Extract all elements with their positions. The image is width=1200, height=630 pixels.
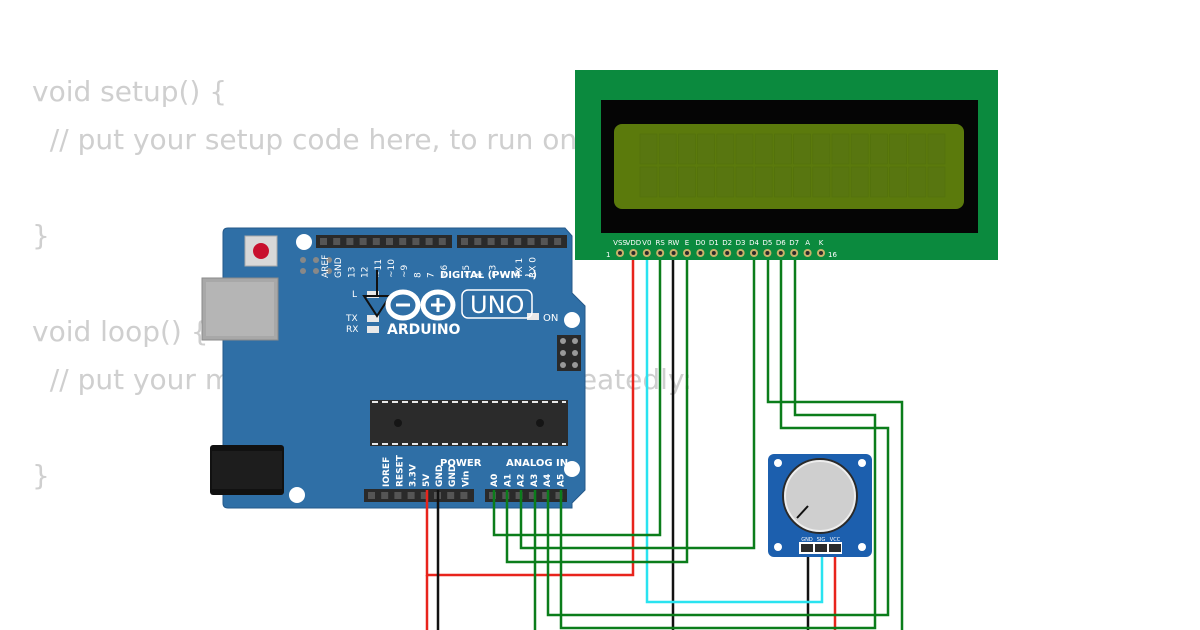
lcd-pin-label: D5: [762, 239, 772, 247]
digital-pin-label: ~10: [387, 259, 397, 278]
digital-pin-label: AREF: [321, 255, 331, 278]
lcd-pin-header: [616, 249, 825, 257]
uno-model: UNO: [470, 291, 524, 319]
digital-pin-label: 7: [427, 272, 437, 278]
digital-pin-label: RX 0: [529, 257, 539, 278]
digital-pin-label: ~6: [440, 264, 450, 278]
wire-d7: [559, 252, 877, 630]
lcd-pin-label: D4: [749, 239, 759, 247]
pot-knob: [784, 460, 856, 532]
lcd-pin-label: D1: [709, 239, 719, 247]
lcd-pin-label: A: [805, 239, 810, 247]
power-pin-label: 5V: [422, 474, 432, 487]
pot-pin-label: SIG: [817, 537, 826, 543]
digital-pin-label: GND: [334, 257, 344, 278]
analog-pin-label: A5: [557, 474, 567, 487]
code-line: void loop() {: [32, 315, 209, 348]
digital-pin-label: 4: [475, 272, 485, 278]
atmega-chip: [370, 400, 568, 446]
lcd-pin-label: D3: [736, 239, 746, 247]
digital-pin-label: 2: [502, 272, 512, 278]
arduino-brand: ARDUINO: [387, 322, 461, 338]
power-pin-label: RESET: [395, 454, 405, 487]
code-line: void setup() {: [32, 75, 228, 108]
digital-pin-label: 13: [347, 267, 357, 278]
lcd-pin-label: RS: [656, 239, 666, 247]
on-led-label: ON: [543, 313, 558, 324]
wire-5v: [425, 252, 635, 577]
lcd-pin-label: V0: [642, 239, 651, 247]
mounting-hole: [564, 312, 580, 328]
power-pin-label: GND: [448, 465, 458, 487]
wire-d4: [519, 252, 756, 550]
digital-pin-label: ~9: [400, 264, 410, 278]
digital-pin-label: ~5: [462, 265, 472, 278]
digital-pin-label: ~3: [489, 265, 499, 278]
power-pin-label: GND: [435, 465, 445, 487]
lcd-first-pin: 1: [606, 251, 610, 259]
analog-pin-label: A4: [543, 474, 553, 487]
mounting-hole: [564, 461, 580, 477]
pot-pin-labels: GND SIG VCC: [801, 537, 840, 543]
pot-pin-label: VCC: [830, 537, 841, 543]
potentiometer-module: GND SIG VCC: [768, 454, 872, 557]
power-pin-label: 3.3V: [409, 464, 419, 487]
arduino-infinity-logo: [385, 289, 456, 321]
digital-pin-label: 12: [361, 267, 371, 278]
analog-pin-label: A2: [517, 474, 527, 487]
lcd-pin-label: D2: [722, 239, 732, 247]
pot-pin-label: GND: [801, 537, 813, 543]
pot-knob-indicator: [796, 505, 809, 519]
digital-pin-label: 8: [413, 272, 423, 278]
rx-led-label: RX: [346, 325, 358, 335]
l-led-label: L: [352, 290, 357, 300]
mounting-hole: [289, 487, 305, 503]
on-led: [527, 313, 539, 320]
lcd-pin-label: E: [685, 239, 689, 247]
power-analog-header: [364, 489, 567, 502]
wires: [425, 252, 904, 630]
analog-pin-label: A1: [503, 474, 513, 487]
lcd-pin-label: D6: [776, 239, 786, 247]
wire-e: [505, 252, 689, 564]
mounting-hole: [296, 234, 312, 250]
digital-pin-label: TX 1: [515, 258, 525, 279]
analog-pin-label: A3: [530, 474, 540, 487]
lcd-pin-label: VSS: [613, 239, 627, 247]
analog-pin-label: A0: [490, 474, 500, 487]
power-label: POWER: [440, 458, 482, 469]
lcd-last-pin: 16: [828, 251, 837, 259]
lcd-pin-label: D7: [789, 239, 799, 247]
wire-d6: [546, 252, 890, 617]
tx-led-label: TX: [345, 314, 358, 324]
lcd-pin-label: D0: [695, 239, 705, 247]
code-line: // put your setup code here, to run once…: [32, 123, 620, 156]
wire-contrast: [645, 252, 824, 604]
wire-rs: [492, 252, 662, 537]
digital-pin-label: ~11: [374, 259, 384, 278]
code-line: }: [32, 219, 50, 252]
digital-header: [316, 235, 567, 248]
power-pin-label: Vin: [461, 471, 471, 487]
lcd-pin-label: RW: [668, 239, 680, 247]
icsp-header-right: [557, 335, 581, 371]
wire-d5-lcd: [766, 252, 904, 630]
lcd-character-cells: [639, 133, 946, 198]
analog-label: ANALOG IN: [506, 458, 568, 469]
lcd-pin-label: K: [819, 239, 824, 247]
icsp-header: [300, 257, 332, 274]
digital-label: DIGITAL (PWM ~): [440, 270, 537, 281]
code-line: }: [32, 459, 50, 492]
lcd-pin-label: VDD: [626, 239, 642, 247]
uno-badge: [461, 289, 533, 319]
power-pin-label: IOREF: [382, 457, 392, 487]
